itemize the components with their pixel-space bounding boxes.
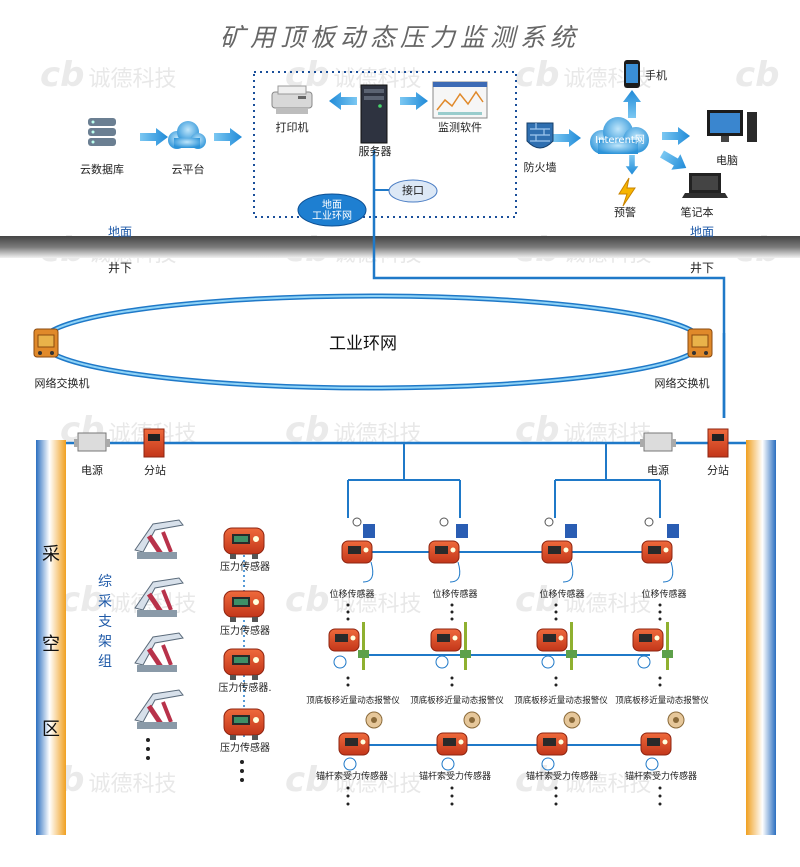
laptop-icon xyxy=(682,173,728,198)
anchor-sensor-label: 锚杆索受力传感器 xyxy=(315,772,389,782)
database-icon xyxy=(88,118,116,146)
ground-band xyxy=(0,236,800,258)
support-group-label: 综 采 支 架 组 xyxy=(98,574,112,670)
anchor-sensor-icon xyxy=(436,711,481,771)
substation-icon xyxy=(707,428,729,458)
pressure-sensor-icon xyxy=(223,590,265,623)
cloud-platform-label: 云平台 xyxy=(171,163,205,176)
displacement-sensor-icon xyxy=(541,517,577,583)
displacement-sensor-icon xyxy=(341,517,375,583)
continuation-dots xyxy=(146,603,662,806)
printer-label: 打印机 xyxy=(275,121,309,134)
printer-icon xyxy=(271,85,313,114)
power-supply-icon xyxy=(640,432,676,452)
internet-label: Interent网 xyxy=(595,135,645,146)
cloud-icon xyxy=(168,121,206,149)
page-title: 矿用顶板动态压力监测系统 xyxy=(219,23,581,52)
pressure-sensor-label: 压力传感器 xyxy=(220,626,270,637)
software-icon xyxy=(432,81,488,119)
power-left-label: 电源 xyxy=(81,464,103,477)
computer-icon xyxy=(707,110,757,142)
underground-label-right: 井下 xyxy=(690,261,715,275)
phone-label: 手机 xyxy=(645,69,667,82)
server-icon xyxy=(360,84,388,144)
network-switch-icon xyxy=(33,328,59,358)
hydraulic-support-icon xyxy=(135,633,183,672)
firewall-label: 防火墙 xyxy=(523,161,557,174)
roof-alarm-label: 顶底板移近量动态报警仪 xyxy=(615,696,709,706)
pressure-sensor-icon xyxy=(223,527,265,560)
goaf-char: 空 xyxy=(42,634,60,655)
roof-alarm-icon xyxy=(536,622,577,670)
ring-label: 工业环网 xyxy=(329,334,397,354)
pressure-sensor-label: 压力传感器 xyxy=(220,743,270,754)
server-label: 服务器 xyxy=(358,145,392,158)
displacement-sensor-label: 位移传感器 xyxy=(539,590,585,600)
anchor-sensor-label: 锚杆索受力传感器 xyxy=(418,772,492,782)
roof-alarm-label: 顶底板移近量动态报警仪 xyxy=(410,696,504,706)
ground-label-left: 地面 xyxy=(108,225,133,239)
underground-label-left: 井下 xyxy=(108,261,133,275)
displacement-sensor-label: 位移传感器 xyxy=(329,590,375,600)
alarm-icon xyxy=(618,177,636,207)
hydraulic-support-icon xyxy=(135,690,183,729)
roof-alarm-icon xyxy=(430,622,471,670)
substation-icon xyxy=(143,428,165,458)
anchor-sensor-label: 锚杆索受力传感器 xyxy=(525,772,599,782)
goaf-right-rail xyxy=(746,440,776,835)
pressure-sensor-icon xyxy=(223,648,265,681)
pressure-sensor-label: 压力传感器. xyxy=(218,683,272,694)
phone-icon xyxy=(624,60,640,88)
substation-left-label: 分站 xyxy=(144,464,166,477)
pressure-sensor-icon xyxy=(223,708,265,741)
switch-left-label: 网络交换机 xyxy=(34,377,90,390)
surface-ring-node xyxy=(297,193,367,227)
network-switch-icon xyxy=(687,328,713,358)
roof-alarm-icon xyxy=(328,622,369,670)
roof-alarm-icon xyxy=(632,622,673,670)
ground-label-right: 地面 xyxy=(690,225,715,239)
displacement-sensor-label: 位移传感器 xyxy=(432,590,478,600)
internet-cloud-icon xyxy=(590,117,649,154)
goaf-left-rail xyxy=(36,440,66,835)
hydraulic-support-icon xyxy=(135,520,183,559)
switch-right-label: 网络交换机 xyxy=(654,377,710,390)
displacement-sensor-icon xyxy=(428,517,468,583)
substation-right-label: 分站 xyxy=(707,464,729,477)
cloud-db-label: 云数据库 xyxy=(80,163,124,176)
surface-ring-label: 地面 工业环网 xyxy=(312,200,352,222)
anchor-sensor-icon xyxy=(536,711,581,771)
interface-label: 接口 xyxy=(402,184,424,197)
laptop-label: 笔记本 xyxy=(680,206,714,219)
goaf-char: 区 xyxy=(42,719,60,740)
computer-label: 电脑 xyxy=(716,154,738,167)
displacement-sensor-label: 位移传感器 xyxy=(641,590,687,600)
anchor-sensor-icon xyxy=(338,711,383,771)
displacement-sensor-icon xyxy=(641,517,679,583)
alarm-label: 预警 xyxy=(614,206,636,219)
interface-pill xyxy=(388,179,438,203)
roof-alarm-label: 顶底板移近量动态报警仪 xyxy=(306,696,400,706)
power-right-label: 电源 xyxy=(647,464,669,477)
power-supply-icon xyxy=(74,432,110,452)
anchor-sensor-icon xyxy=(640,711,685,771)
software-label: 监测软件 xyxy=(438,121,482,134)
firewall-icon xyxy=(526,122,554,149)
pressure-sensor-label: 压力传感器 xyxy=(220,562,270,573)
hydraulic-support-icon xyxy=(135,578,183,617)
goaf-char: 采 xyxy=(42,544,60,565)
roof-alarm-label: 顶底板移近量动态报警仪 xyxy=(514,696,608,706)
anchor-sensor-label: 锚杆索受力传感器 xyxy=(624,772,698,782)
